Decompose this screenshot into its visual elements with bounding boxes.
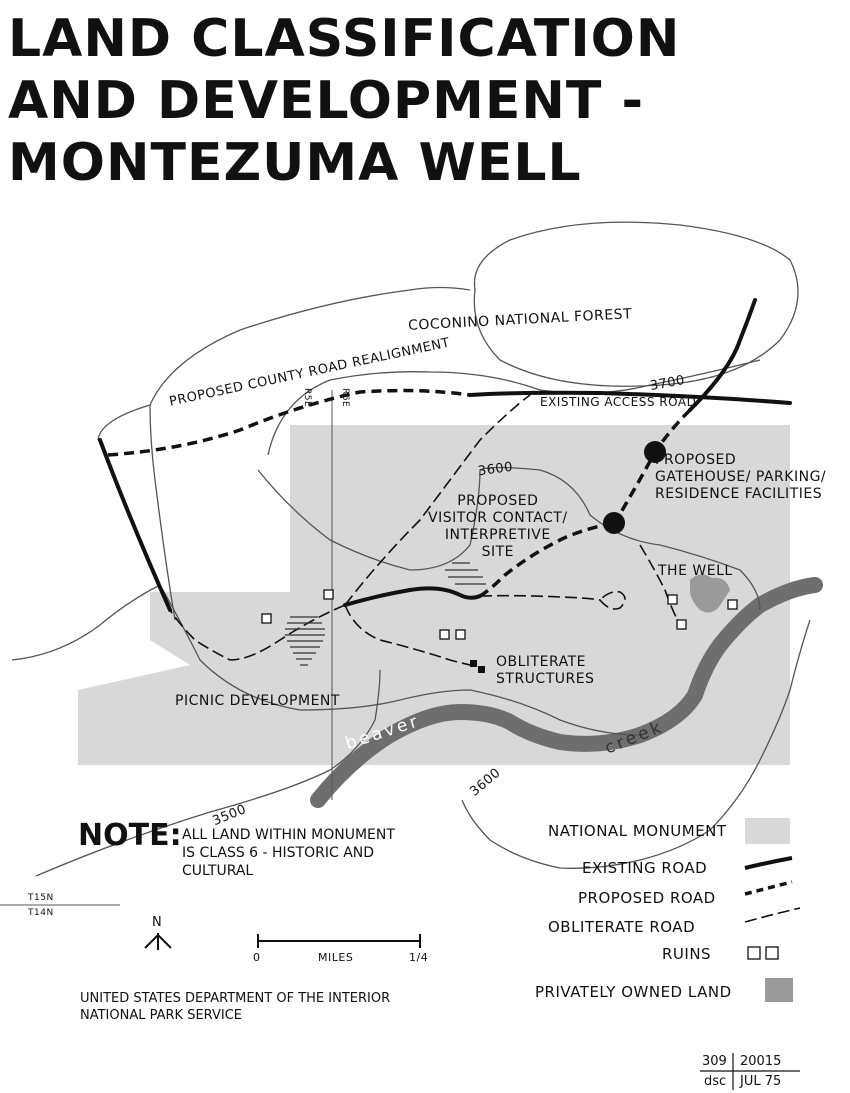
visitor-contact-marker [603, 512, 625, 534]
north-arrow-icon [144, 933, 172, 950]
proposed-roads [107, 388, 692, 598]
contour-3600-inner [257, 466, 761, 611]
obliterate-road-east [479, 590, 626, 610]
legend-obliterate-road [744, 907, 801, 923]
the-well-private-land [690, 574, 730, 613]
drawing-office: dsc [704, 1074, 727, 1089]
obliterate-structures-label: OBLITERATE STRUCTURES [496, 654, 595, 687]
obliterate-structure [478, 666, 485, 673]
national-monument-area [78, 425, 790, 765]
ruin-marker [667, 594, 678, 605]
drawing-number-b: 20015 [740, 1054, 782, 1069]
scale-end-label: 1/4 [409, 951, 429, 964]
beaver-creek [310, 577, 823, 808]
north-label: N [152, 915, 163, 930]
existing-access-road [468, 390, 792, 405]
legend-proposed-road [744, 880, 793, 896]
drawing-number-a: 309 [702, 1054, 727, 1069]
ruin-marker [455, 629, 466, 640]
contour-left [97, 404, 151, 441]
contour-3600-lower [461, 619, 811, 869]
township-south-label: T14N [28, 908, 54, 918]
scale-start-label: 0 [253, 951, 261, 964]
range-r6-label: R6E [340, 388, 350, 408]
gatehouse-marker [644, 441, 666, 463]
scale-bar [257, 934, 421, 948]
ruin-marker [323, 589, 334, 600]
legend-obliterate-label: OBLITERATE ROAD [548, 918, 696, 936]
title-line-1: LAND CLASSIFICATION [8, 9, 681, 69]
picnic-hatching [285, 616, 325, 666]
forest-boundary [473, 221, 799, 387]
legend-ruins-label: RUINS [662, 945, 712, 963]
visitor-contact-label: PROPOSED VISITOR CONTACT/ INTERPRETIVE S… [428, 493, 568, 560]
legend-ruin-marker [765, 946, 779, 960]
existing-access-road-label: EXISTING ACCESS ROAD [540, 395, 697, 409]
obliterate-road-south [344, 604, 476, 667]
legend-monument-swatch [745, 818, 790, 844]
legend-existing-road [744, 856, 793, 870]
existing-road-east [688, 298, 757, 412]
note-text: ALL LAND WITHIN MONUMENT IS CLASS 6 - HI… [182, 827, 395, 879]
ruin-marker [676, 619, 687, 630]
title-line-3: MONTEZUMA WELL [8, 133, 582, 193]
scale-unit-label: MILES [318, 951, 354, 964]
ruin-marker [439, 629, 450, 640]
existing-roads [98, 298, 792, 612]
picnic-development-label: PICNIC DEVELOPMENT [175, 693, 340, 709]
existing-road-center [343, 586, 482, 607]
legend-monument-label: NATIONAL MONUMENT [548, 822, 727, 840]
existing-road-left [98, 438, 172, 612]
drawing-date: JUL 75 [740, 1074, 782, 1089]
proposed-county-road [107, 388, 471, 457]
obliterate-roads [169, 394, 681, 667]
obliterate-road-north [344, 394, 531, 606]
obliterate-structure [470, 660, 477, 667]
the-well-label: THE WELL [658, 563, 733, 579]
gatehouse-label: PROPOSED GATEHOUSE/ PARKING/ RESIDENCE F… [655, 452, 827, 502]
contour-3500 [35, 669, 381, 877]
ruins-markers [261, 589, 738, 640]
map-title: LAND CLASSIFICATION AND DEVELOPMENT - MO… [8, 8, 680, 194]
title-line-2: AND DEVELOPMENT - [8, 71, 645, 131]
contour-lines [11, 221, 811, 877]
ruin-marker [727, 599, 738, 610]
range-r5-label: R5E [302, 388, 312, 408]
drawing-number-box [700, 1053, 800, 1090]
legend-proposed-label: PROPOSED ROAD [578, 889, 716, 907]
legend-existing-label: EXISTING ROAD [582, 859, 708, 877]
north-arrow-head [144, 933, 172, 949]
obliterate-road-west [169, 604, 346, 661]
note-heading: NOTE: [78, 818, 182, 853]
proposed-visitor-road [479, 521, 614, 598]
visitor-hatching [445, 562, 486, 585]
agency-credit: UNITED STATES DEPARTMENT OF THE INTERIOR… [80, 991, 391, 1023]
proposed-gatehouse-road [611, 408, 692, 525]
township-north-label: T15N [28, 893, 54, 903]
contour-main [11, 584, 641, 736]
legend-private-swatch [765, 978, 793, 1002]
legend-private-label: PRIVATELY OWNED LAND [535, 983, 732, 1001]
legend-ruin-marker [747, 946, 761, 960]
obliterate-road-well [639, 544, 681, 626]
contour-3600-upper [149, 286, 471, 621]
ruin-marker [261, 613, 272, 624]
